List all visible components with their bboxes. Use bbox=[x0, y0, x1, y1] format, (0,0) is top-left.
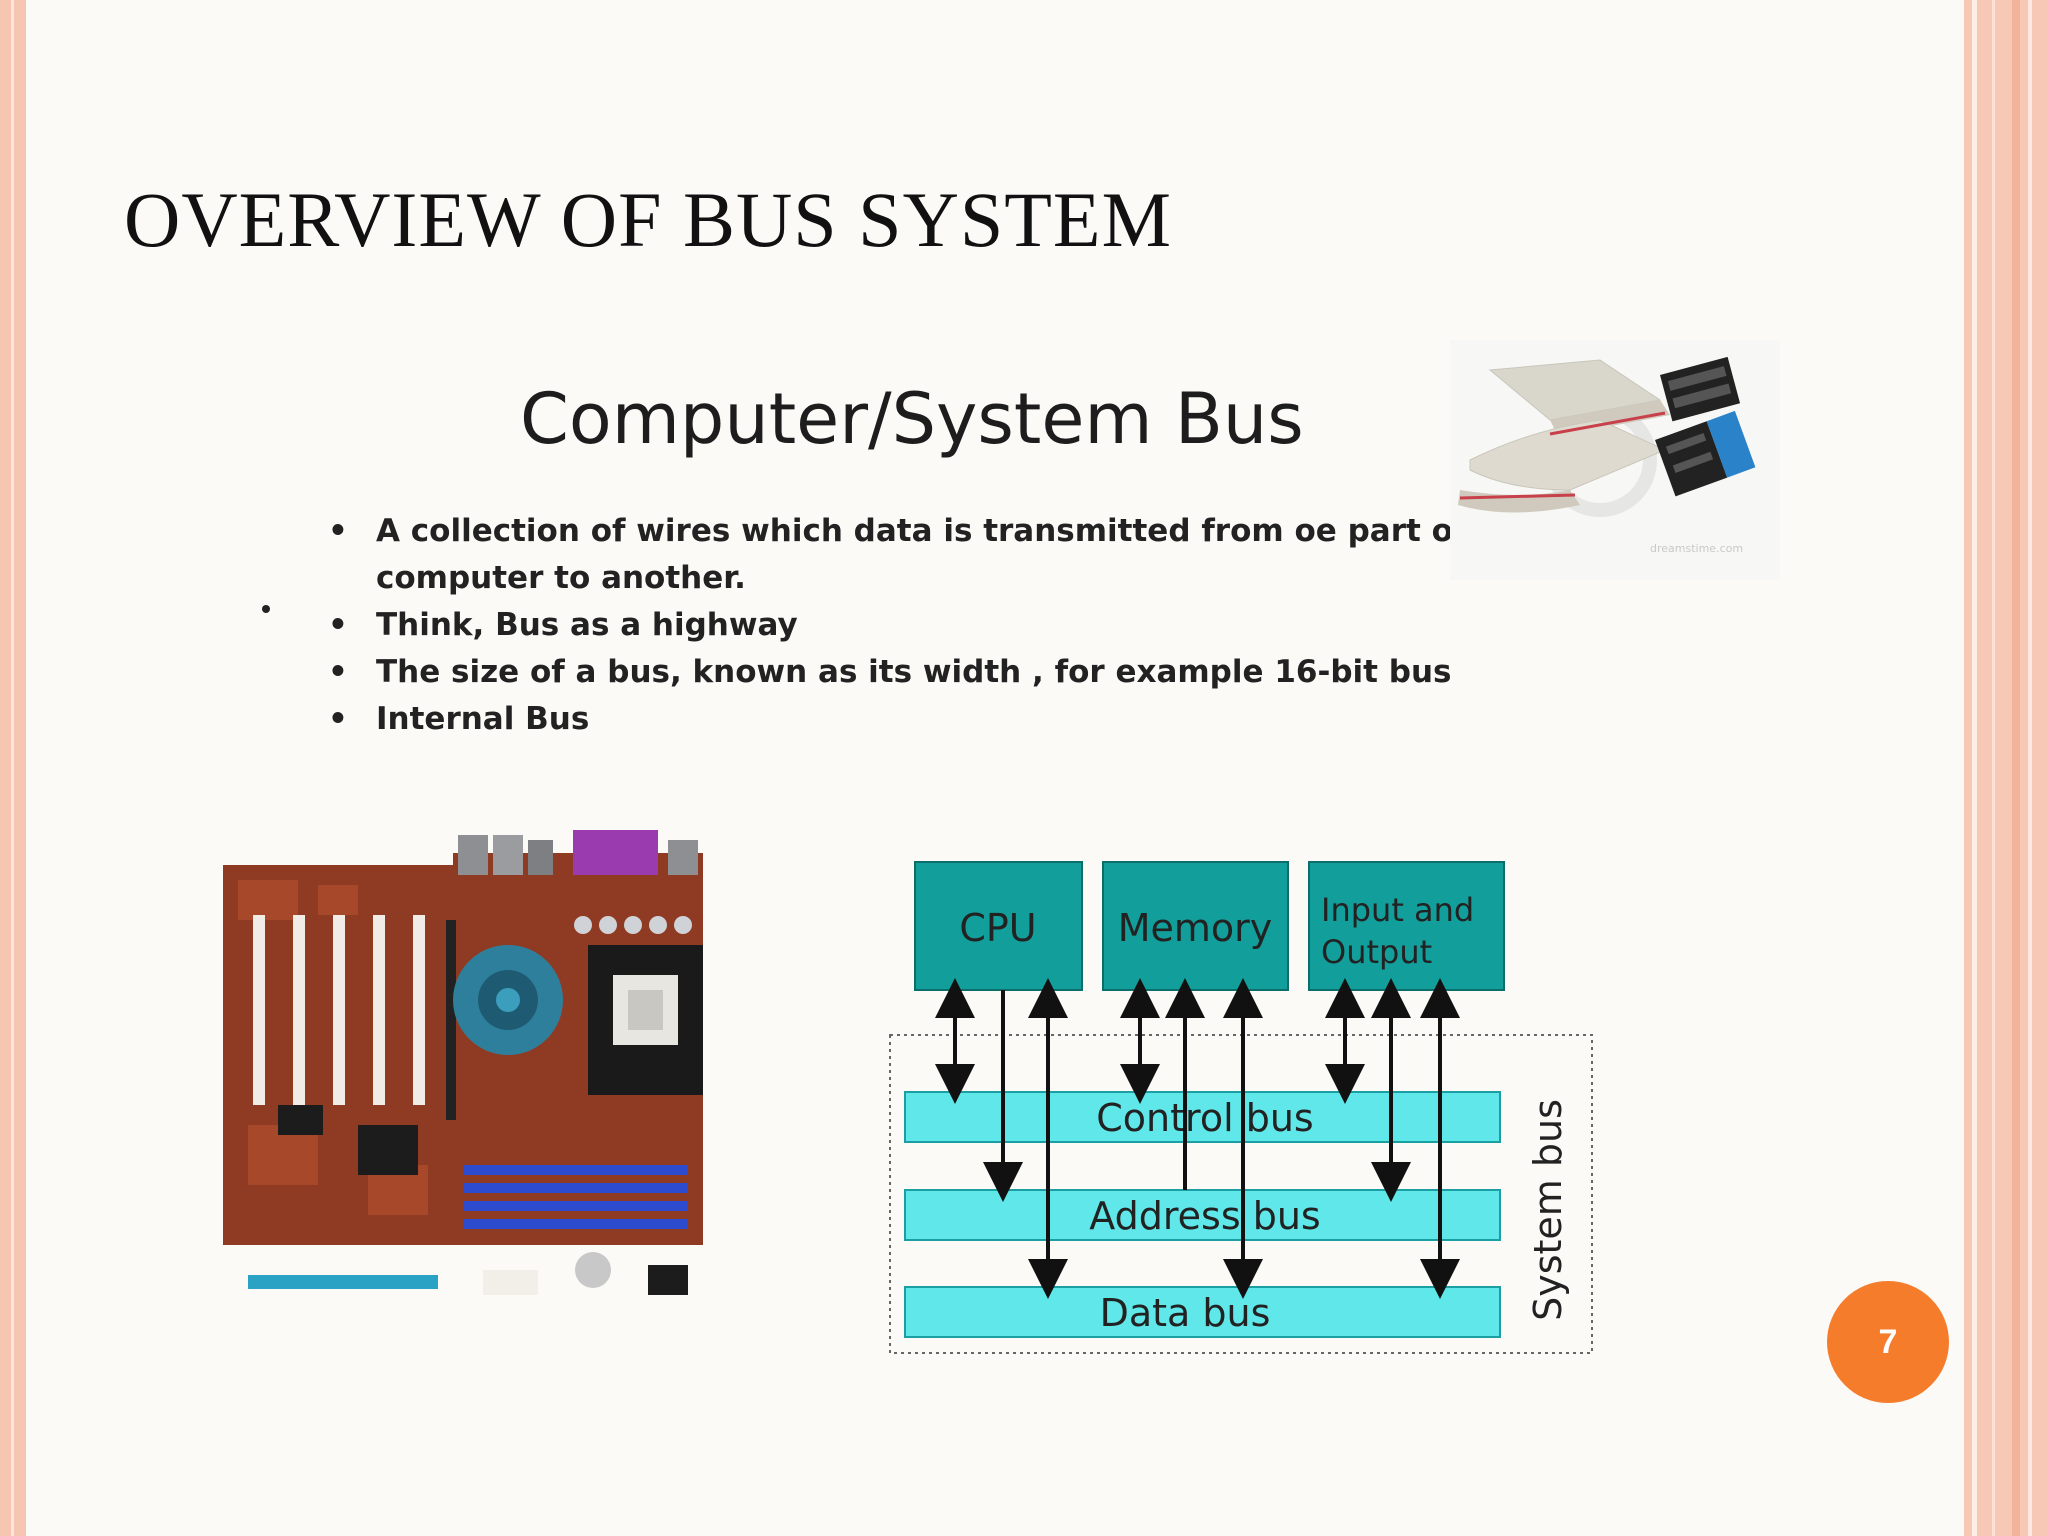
data-bus-bar bbox=[904, 1286, 1501, 1338]
system-bus-label: System bus bbox=[1526, 1099, 1570, 1321]
slide-title: OVERVIEW OF BUS SYSTEM bbox=[124, 176, 1172, 263]
bullet-item: The size of a bus, known as its width , … bbox=[328, 649, 1536, 696]
io-box bbox=[1308, 861, 1505, 991]
memory-box bbox=[1102, 861, 1289, 991]
bullet-item: Internal Bus bbox=[328, 696, 1536, 743]
right-decorative-stripes bbox=[1964, 0, 2048, 1536]
ribbon-cable-photo: dreamstime.com bbox=[1450, 340, 1780, 580]
left-decorative-stripe bbox=[0, 0, 26, 1536]
system-bus-diagram: CPU Memory Input and Output Control bus … bbox=[889, 861, 1593, 1354]
io-label-line2: Output bbox=[1321, 933, 1432, 971]
control-bus-label: Control bus bbox=[1096, 1096, 1313, 1140]
content-image: Computer/System Bus A collection of wire… bbox=[200, 340, 1860, 1420]
address-bus-label: Address bus bbox=[1089, 1194, 1320, 1238]
cable-watermark: dreamstime.com bbox=[1650, 542, 1743, 555]
cpu-box bbox=[914, 861, 1083, 991]
bullet-item: Think, Bus as a highway bbox=[328, 602, 1536, 649]
bullet-item: A collection of wires which data is tran… bbox=[328, 508, 1536, 602]
stray-bullet-dot bbox=[262, 605, 270, 613]
page-number-badge: 7 bbox=[1827, 1281, 1949, 1403]
image-heading: Computer/System Bus bbox=[520, 378, 1304, 460]
motherboard-photo bbox=[218, 825, 858, 1345]
bullet-list: A collection of wires which data is tran… bbox=[328, 508, 1536, 743]
cpu-label: CPU bbox=[959, 906, 1036, 950]
memory-label: Memory bbox=[1118, 906, 1273, 950]
data-bus-label: Data bus bbox=[1100, 1291, 1271, 1335]
io-label-line1: Input and bbox=[1321, 891, 1474, 929]
